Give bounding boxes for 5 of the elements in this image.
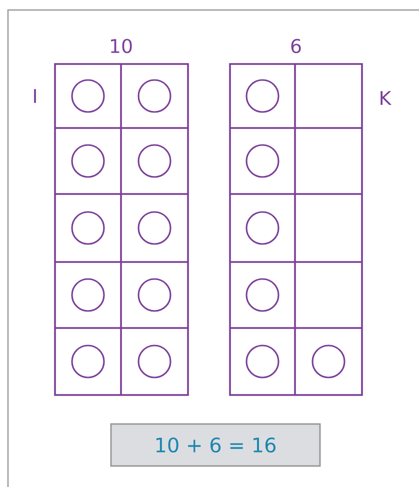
equation-box: 10 + 6 = 16	[110, 423, 321, 467]
label: K	[380, 91, 392, 105]
label: 10	[111, 38, 132, 54]
label: I	[34, 89, 36, 103]
label: 6	[291, 38, 301, 54]
